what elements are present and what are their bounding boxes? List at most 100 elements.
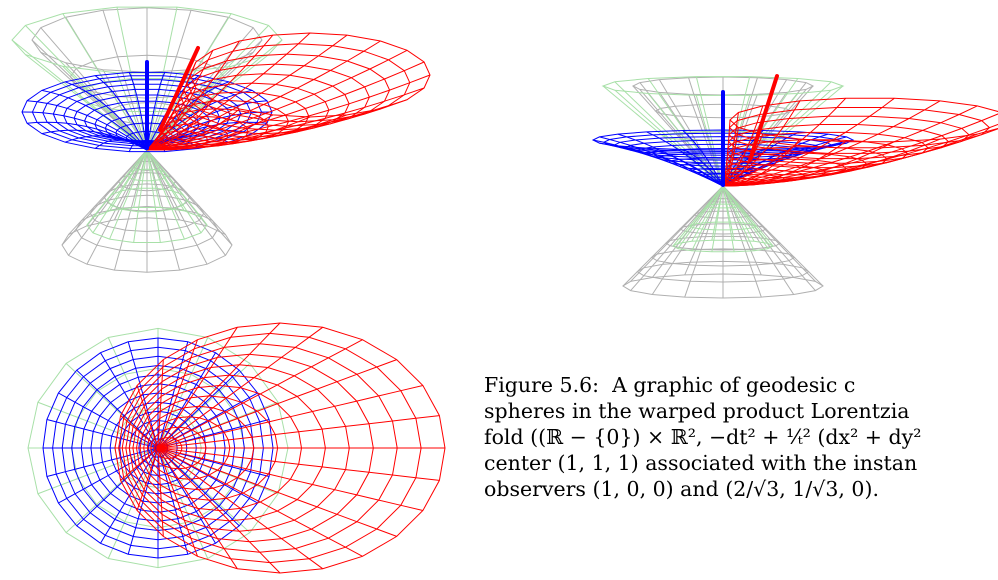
red-sphere-meridian bbox=[120, 447, 159, 481]
red-sphere-meridian bbox=[136, 447, 159, 511]
grey-cone-lower-ruling bbox=[722, 185, 762, 276]
red-sphere-meridian bbox=[136, 385, 159, 449]
green-cone-lower-ruling bbox=[146, 149, 161, 208]
red-sphere-meridian bbox=[722, 97, 847, 187]
blue-sphere-meridian bbox=[646, 147, 724, 187]
red-sphere-meridian bbox=[146, 40, 381, 151]
red-sphere-meridian bbox=[157, 447, 424, 511]
green-cone-upper-ruling bbox=[62, 13, 148, 151]
blue-sphere-meridian bbox=[27, 100, 148, 151]
red-sphere-meridian bbox=[157, 447, 323, 570]
red-sphere-meridian bbox=[722, 113, 998, 187]
red-sphere-meridian bbox=[722, 97, 895, 187]
green-cone-lower-ruling bbox=[109, 149, 148, 240]
blue-sphere-meridian bbox=[76, 447, 159, 527]
red-sphere-meridian bbox=[157, 359, 397, 449]
blue-sphere-meridian bbox=[46, 447, 159, 477]
green-cone-upper-ruling bbox=[25, 25, 148, 151]
light-cone-green-mesh bbox=[11, 6, 283, 243]
green-cone-lower-ruling bbox=[677, 185, 724, 249]
red-sphere-meridian bbox=[157, 447, 363, 557]
grey-cone-upper-ruling bbox=[31, 39, 148, 151]
green-cone-lower-ruling bbox=[722, 185, 755, 251]
red-sphere-meridian bbox=[146, 87, 425, 151]
red-sphere-meridian bbox=[722, 105, 764, 187]
red-sphere-mesh bbox=[722, 97, 998, 187]
red-sphere-meridian bbox=[146, 32, 311, 151]
grey-cone-lower-ruling bbox=[146, 149, 181, 271]
plot-side-view bbox=[570, 40, 998, 299]
red-observer-vector bbox=[158, 46, 200, 132]
blue-sphere-meridian bbox=[46, 419, 159, 449]
blue-sphere-meridian bbox=[617, 133, 724, 187]
grey-cone-lower-ruling bbox=[630, 185, 724, 291]
red-sphere-meridian bbox=[157, 359, 164, 449]
side-view-svg bbox=[591, 74, 998, 299]
grey-cone-lower-ruling bbox=[68, 149, 148, 256]
green-cone-lower-ruling bbox=[722, 185, 755, 242]
green-cone-lower-ruling bbox=[722, 185, 735, 241]
red-sphere-meridian bbox=[146, 34, 348, 151]
green-cone-lower-ruling bbox=[146, 149, 185, 240]
grey-cone-lower-ruling bbox=[68, 149, 148, 235]
red-sphere-meridian bbox=[157, 415, 440, 449]
red-sphere-meridian bbox=[722, 123, 998, 187]
red-sphere-meridian bbox=[722, 100, 801, 187]
green-cone-lower-ruling bbox=[691, 185, 724, 242]
caption-line-1: Figure 5.6: A graphic of geodesic c bbox=[484, 373, 856, 397]
blue-sphere-meridian bbox=[157, 341, 189, 449]
blue-sphere-meridian bbox=[21, 111, 148, 151]
blue-sphere-meridian bbox=[128, 72, 148, 151]
red-sphere-meridian bbox=[146, 114, 274, 151]
green-cone-lower-ruling bbox=[711, 185, 724, 241]
blue-sphere-meridian bbox=[27, 121, 148, 151]
red-sphere-meridian bbox=[146, 74, 431, 151]
red-sphere-meridian bbox=[722, 100, 941, 187]
red-sphere-meridian bbox=[722, 112, 739, 187]
red-sphere-meridian bbox=[157, 327, 238, 449]
red-sphere-meridian bbox=[157, 322, 281, 449]
green-cone-lower-ruling bbox=[133, 149, 148, 208]
caption-label: Figure 5.6: bbox=[484, 373, 600, 397]
grey-cone-upper-ruling bbox=[632, 85, 724, 187]
grey-cone-lower-ruling bbox=[651, 185, 724, 295]
green-cone-lower-ruling bbox=[146, 149, 161, 243]
blue-sphere-meridian bbox=[646, 131, 724, 187]
caption-line-3: fold ((ℝ − {0}) × ℝ², −dt² + ¹⁄ₜ² (dx² +… bbox=[484, 425, 922, 449]
red-sphere-meridian bbox=[146, 61, 425, 151]
red-sphere-meridian bbox=[120, 415, 159, 449]
red-sphere-meridian bbox=[146, 34, 274, 151]
red-sphere-meridian bbox=[157, 447, 281, 574]
red-sphere-meridian bbox=[147, 116, 311, 151]
red-sphere-meridian bbox=[157, 339, 363, 449]
grey-cone-lower-ruling bbox=[722, 185, 816, 291]
red-observer-vector bbox=[748, 74, 779, 162]
green-cone-upper-ruling bbox=[11, 39, 148, 151]
blue-sphere-meridian bbox=[157, 447, 240, 527]
red-sphere-meridian bbox=[722, 141, 895, 187]
green-cone-lower-ruling bbox=[677, 185, 724, 244]
green-cone-lower-ruling bbox=[722, 185, 769, 249]
plot-top-view bbox=[0, 310, 450, 576]
caption-line-5: observers (1, 0, 0) and (2/√3, 1/√3, 0). bbox=[484, 477, 879, 501]
top-view-svg bbox=[27, 322, 446, 574]
blue-sphere-meridian bbox=[146, 72, 166, 151]
green-cone-upper-ruling bbox=[146, 39, 283, 151]
blue-sphere-meridian bbox=[76, 369, 159, 449]
red-sphere-mesh bbox=[146, 32, 431, 151]
blue-sphere-meridian bbox=[592, 139, 724, 187]
green-cone-lower-ruling bbox=[691, 185, 724, 251]
green-cone-lower-ruling bbox=[92, 149, 148, 218]
caption-line-2: spheres in the warped product Lorentzia bbox=[484, 399, 910, 423]
grey-cone-lower-ruling bbox=[113, 149, 148, 271]
green-cone-lower-ruling bbox=[146, 149, 185, 212]
green-cone-lower-ruling bbox=[133, 149, 148, 243]
red-sphere-meridian bbox=[157, 339, 198, 449]
blue-sphere-meridian bbox=[599, 136, 724, 187]
grey-cone-lower-ruling bbox=[146, 149, 226, 256]
green-cone-lower-ruling bbox=[146, 149, 202, 218]
grey-cone-lower-ruling bbox=[722, 185, 795, 295]
red-sphere-mesh bbox=[114, 322, 446, 574]
red-sphere-meridian bbox=[722, 105, 978, 187]
red-sphere-meridian bbox=[722, 127, 739, 187]
